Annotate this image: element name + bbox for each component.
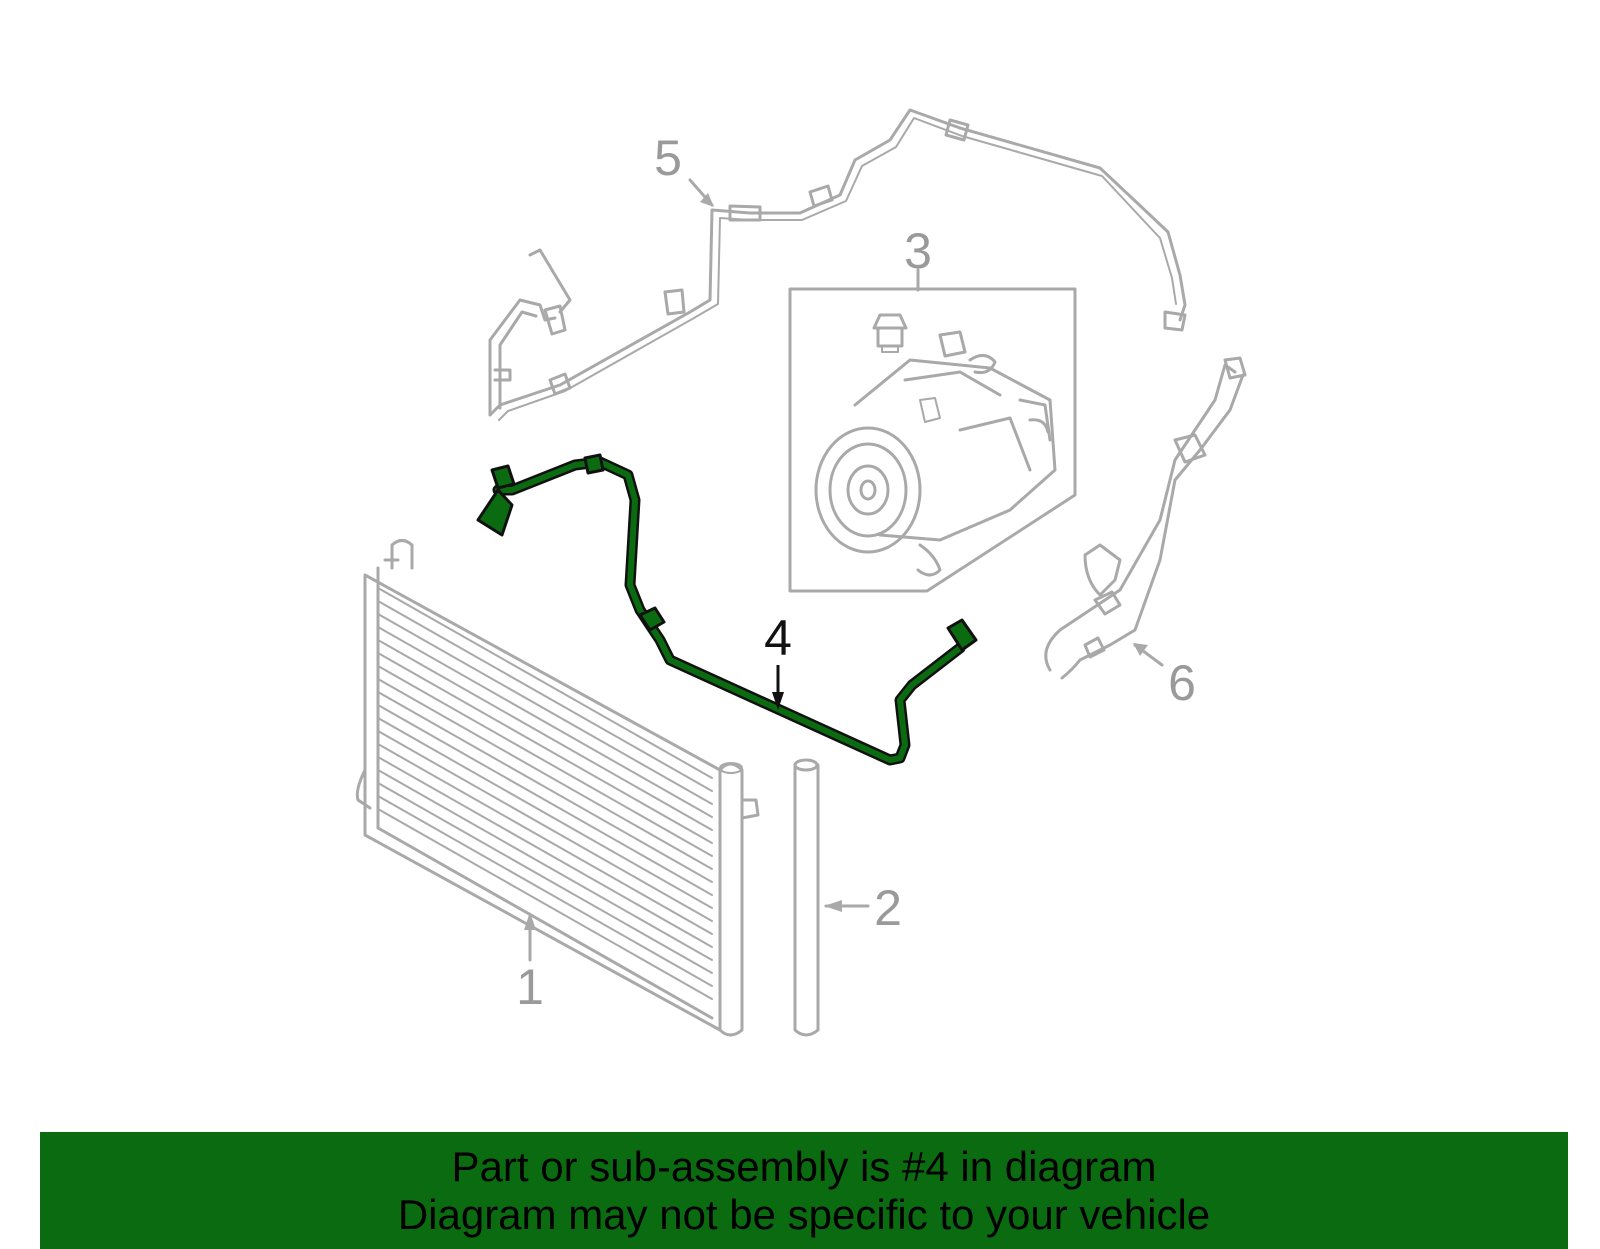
part-4-ac-line-highlighted[interactable]	[476, 453, 978, 766]
callout-1: 1	[516, 912, 544, 1015]
callout-2-label: 2	[874, 880, 902, 936]
callout-3: 3	[904, 223, 932, 292]
part-3-compressor[interactable]	[788, 287, 1077, 593]
callout-5-label: 5	[654, 130, 682, 186]
callout-4-label: 4	[764, 610, 792, 666]
part-2-drier[interactable]	[793, 758, 820, 1037]
parts-diagram: 1 2 3 4 5 6	[355, 108, 1247, 1037]
banner-line-1: Part or sub-assembly is #4 in diagram	[451, 1142, 1157, 1190]
part-5-ac-line[interactable]	[488, 108, 1187, 421]
condenser-fins	[377, 587, 713, 1000]
banner-line-2: Diagram may not be specific to your vehi…	[397, 1190, 1211, 1238]
callout-2: 2	[824, 880, 902, 936]
callout-1-label: 1	[516, 959, 544, 1015]
callout-6: 6	[1133, 643, 1196, 711]
compressor-valve	[872, 313, 908, 353]
callout-5: 5	[654, 130, 714, 207]
part-1-condenser[interactable]	[355, 539, 760, 1037]
callout-4: 4	[764, 610, 792, 710]
part-6-hose[interactable]	[1044, 356, 1247, 680]
callout-6-label: 6	[1168, 655, 1196, 711]
compressor-pulley	[814, 426, 922, 554]
info-banner: Part or sub-assembly is #4 in diagram Di…	[40, 1132, 1568, 1249]
